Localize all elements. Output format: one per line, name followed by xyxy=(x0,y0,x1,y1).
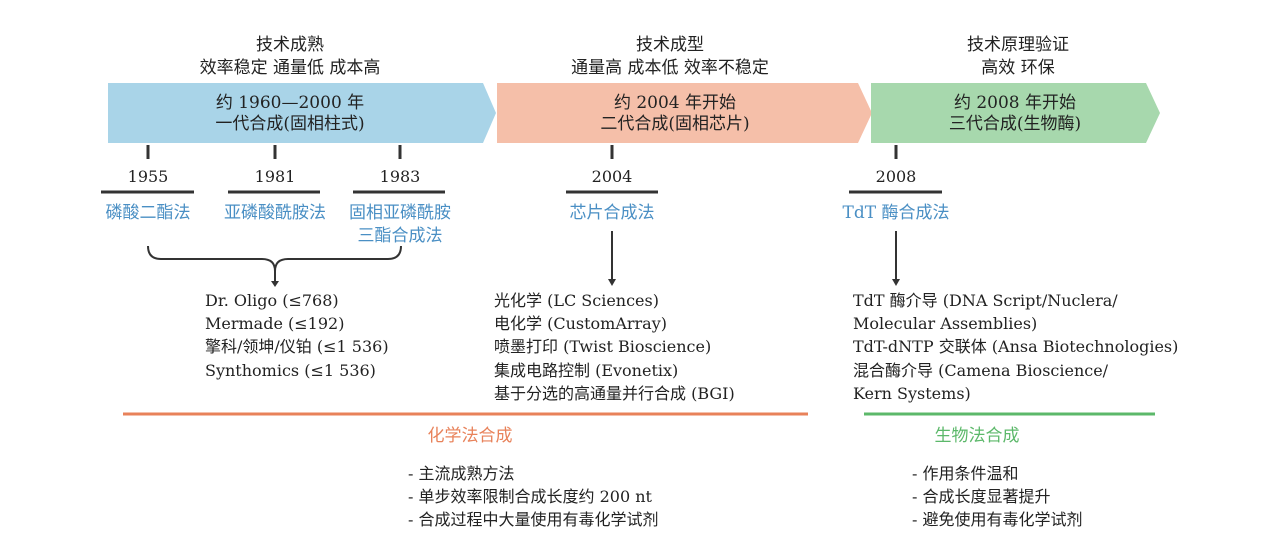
method-phosphodiester-label: 磷酸二酯法 xyxy=(105,203,191,223)
gen2-down-arrowhead xyxy=(608,279,616,286)
method-phosphoramidite: 亚磷酸酰胺法 xyxy=(205,202,345,225)
gen1-brace xyxy=(147,245,402,272)
list-item: TdT 酶介导 (DNA Script/Nuclera/ xyxy=(853,291,1118,310)
year-1981: 1981 xyxy=(254,167,296,186)
biological-category-label: 生物法合成 xyxy=(934,426,1020,446)
method-chip: 芯片合成法 xyxy=(542,202,682,225)
gen3-era-name: 三代合成(生物酶) xyxy=(948,114,1082,134)
gen1-header-traits: 效率稳定 通量低 成本高 xyxy=(199,58,381,78)
biological-summary: - 作用条件温和 - 合成长度显著提升 - 避免使用有毒化学试剂 xyxy=(912,462,1083,532)
method-solid-phase-triester: 固相亚磷酰胺 三酯合成法 xyxy=(330,202,470,248)
gen3-company-list: TdT 酶介导 (DNA Script/Nuclera/ Molecular A… xyxy=(853,289,1178,405)
year-1983: 1983 xyxy=(379,167,421,186)
gen3-header: 技术原理验证 高效 环保 xyxy=(908,34,1128,80)
gen3-arrow-banner xyxy=(871,83,1160,143)
gen3-down-arrowhead xyxy=(892,279,900,286)
gen1-brace-arrowhead xyxy=(271,281,279,287)
method-tdt: TdT 酶合成法 xyxy=(826,202,966,225)
method-chip-label: 芯片合成法 xyxy=(569,203,655,223)
list-item: 喷墨打印 (Twist Bioscience) xyxy=(494,337,712,357)
gen2-arrow-banner xyxy=(497,83,872,143)
list-item: - 单步效率限制合成长度约 200 nt xyxy=(408,487,652,507)
list-item: Kern Systems) xyxy=(853,383,971,403)
gen3-era-dates: 约 2008 年开始 xyxy=(953,93,1077,113)
chemical-summary: - 主流成熟方法 - 单步效率限制合成长度约 200 nt - 合成过程中大量使… xyxy=(408,462,659,532)
list-item: Molecular Assemblies) xyxy=(853,314,1038,334)
method-solid-phase-triester-line2: 三酯合成法 xyxy=(357,226,443,246)
list-item: 集成电路控制 (Evonetix) xyxy=(494,360,679,380)
method-phosphoramidite-label: 亚磷酸酰胺法 xyxy=(224,203,326,223)
list-item: - 避免使用有毒化学试剂 xyxy=(912,510,1083,530)
list-item: 混合酶介导 (Camena Bioscience/ xyxy=(853,360,1109,380)
gen1-company-list: Dr. Oligo (≤768) Mermade (≤192) 擎科/领坤/仪铂… xyxy=(205,289,389,382)
list-item: Dr. Oligo (≤768) xyxy=(205,291,339,310)
list-item: 电化学 (CustomArray) xyxy=(494,314,667,334)
list-item: - 合成长度显著提升 xyxy=(912,487,1051,507)
gen1-era: 约 1960—2000 年 一代合成(固相柱式) xyxy=(150,93,430,135)
gen2-header-traits: 通量高 成本低 效率不稳定 xyxy=(571,58,769,78)
method-solid-phase-triester-line1: 固相亚磷酰胺 xyxy=(349,203,451,223)
list-item: TdT-dNTP 交联体 (Ansa Biotechnologies) xyxy=(853,337,1179,357)
gen2-company-list: 光化学 (LC Sciences) 电化学 (CustomArray) 喷墨打印… xyxy=(494,289,735,405)
gen1-era-dates: 约 1960—2000 年 xyxy=(215,93,365,113)
method-phosphodiester: 磷酸二酯法 xyxy=(88,202,208,225)
gen2-header-title: 技术成型 xyxy=(636,35,704,55)
gen3-header-title: 技术原理验证 xyxy=(967,35,1069,55)
gen2-era: 约 2004 年开始 二代合成(固相芯片) xyxy=(545,93,805,135)
gen2-era-dates: 约 2004 年开始 xyxy=(613,93,737,113)
chemical-category-label: 化学法合成 xyxy=(427,426,513,446)
list-item: - 主流成熟方法 xyxy=(408,464,515,483)
method-tdt-label: TdT 酶合成法 xyxy=(842,203,950,223)
list-item: 光化学 (LC Sciences) xyxy=(494,291,659,310)
list-item: - 作用条件温和 xyxy=(912,464,1019,483)
gen1-header: 技术成熟 效率稳定 通量低 成本高 xyxy=(180,34,400,80)
list-item: 擎科/领坤/仪铂 (≤1 536) xyxy=(205,337,389,357)
gen3-header-traits: 高效 环保 xyxy=(981,58,1055,78)
gen1-era-name: 一代合成(固相柱式) xyxy=(215,114,365,134)
list-item: Mermade (≤192) xyxy=(205,314,345,334)
year-2008: 2008 xyxy=(875,167,917,186)
year-2004: 2004 xyxy=(591,167,633,186)
year-1955: 1955 xyxy=(127,167,169,186)
list-item: 基于分选的高通量并行合成 (BGI) xyxy=(494,383,735,403)
gen2-era-name: 二代合成(固相芯片) xyxy=(600,114,750,134)
gen1-header-title: 技术成熟 xyxy=(256,35,324,55)
list-item: - 合成过程中大量使用有毒化学试剂 xyxy=(408,510,659,530)
gen3-era: 约 2008 年开始 三代合成(生物酶) xyxy=(885,93,1145,135)
gen2-header: 技术成型 通量高 成本低 效率不稳定 xyxy=(540,34,800,80)
gen1-arrow-banner xyxy=(108,83,496,143)
list-item: Synthomics (≤1 536) xyxy=(205,360,376,380)
